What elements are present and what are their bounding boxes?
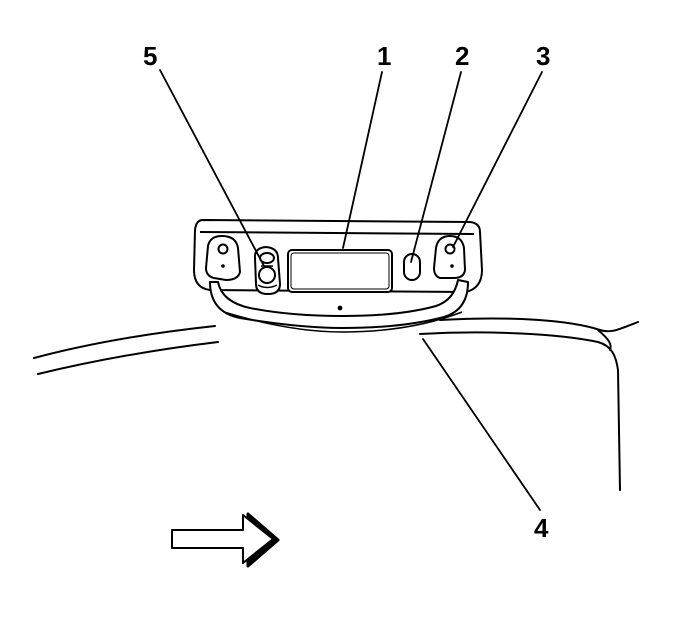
leader-line-2 (410, 71, 462, 263)
right-mount (433, 235, 466, 279)
handle-grip (209, 279, 469, 329)
lamp-lens (287, 249, 393, 293)
callout-label-3: 3 (536, 41, 550, 71)
callout-label-5: 5 (143, 41, 157, 71)
forward-arrow-icon (171, 512, 280, 568)
leader-lines (159, 69, 543, 511)
headliner-panel (33, 317, 639, 491)
callout-label-4: 4 (534, 513, 549, 543)
leader-line-3 (452, 71, 543, 248)
fastener-clip (253, 246, 281, 295)
callout-label-1: 1 (377, 41, 391, 71)
leader-line-4 (422, 338, 541, 511)
left-mount (205, 235, 241, 281)
lamp-switch (403, 253, 421, 281)
leader-line-1 (342, 71, 383, 249)
callout-label-2: 2 (455, 41, 469, 71)
leader-line-5 (159, 69, 265, 267)
overhead-console (193, 219, 483, 333)
